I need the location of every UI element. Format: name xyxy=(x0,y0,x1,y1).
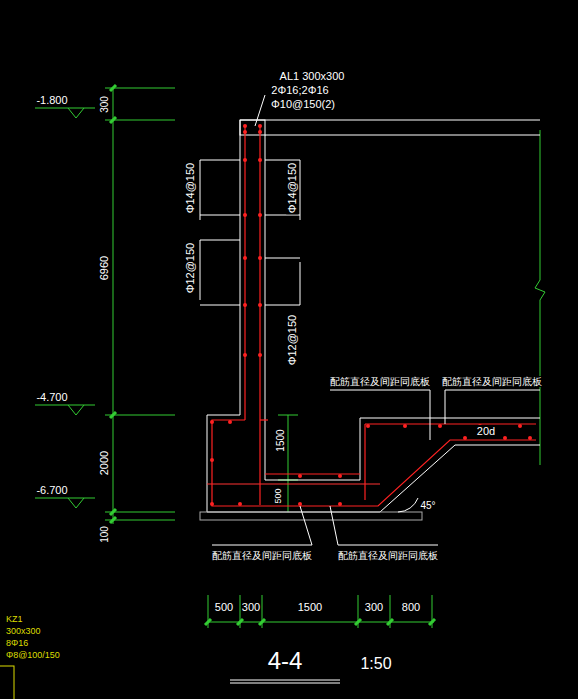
column-label: 300x300 xyxy=(5,627,42,637)
dimension-text: 300 xyxy=(99,95,110,114)
note-text: 配筋直径及间距同底板 xyxy=(337,550,439,561)
elevation-mark: -6.700 xyxy=(35,484,68,496)
rebar-label: Φ12@150 xyxy=(184,242,196,295)
rebar-label: Φ14@150 xyxy=(286,162,298,215)
dimension-text: 500 xyxy=(274,487,284,504)
anchorage-text: 20d xyxy=(476,425,496,437)
dimension-text: 2000 xyxy=(98,450,110,476)
dimension-text: 100 xyxy=(99,525,110,544)
beam-label: AL1 300x300 xyxy=(279,70,346,82)
note-text: 配筋直径及间距同底板 xyxy=(441,376,543,387)
rebar-label: Φ14@150 xyxy=(184,162,196,215)
column-label: Φ8@100/150 xyxy=(5,651,61,661)
rebar-label: Φ12@150 xyxy=(286,314,298,367)
dimension-text: 300 xyxy=(241,601,261,613)
rebar-label: Φ10@150(2) xyxy=(270,98,336,110)
note-text: 配筋直径及间距同底板 xyxy=(329,376,431,387)
elevation-mark: -4.700 xyxy=(35,391,68,403)
scale-text: 1:50 xyxy=(359,655,392,673)
dimension-text: 1500 xyxy=(297,601,323,613)
note-text: 配筋直径及间距同底板 xyxy=(211,550,313,561)
dimension-text: 1500 xyxy=(275,428,286,452)
angle-text: 45° xyxy=(419,500,436,511)
section-title: 4-4 xyxy=(267,648,304,674)
dimension-text: 300 xyxy=(364,601,384,613)
column-label: KZ1 xyxy=(5,615,24,625)
column-label: 8Φ16 xyxy=(5,639,29,649)
rebar-label: 2Φ16;2Φ16 xyxy=(270,84,329,96)
dimension-text: 500 xyxy=(214,601,234,613)
dimension-text: 6960 xyxy=(98,255,110,281)
dimension-text: 800 xyxy=(401,601,421,613)
elevation-mark: -1.800 xyxy=(35,94,68,106)
